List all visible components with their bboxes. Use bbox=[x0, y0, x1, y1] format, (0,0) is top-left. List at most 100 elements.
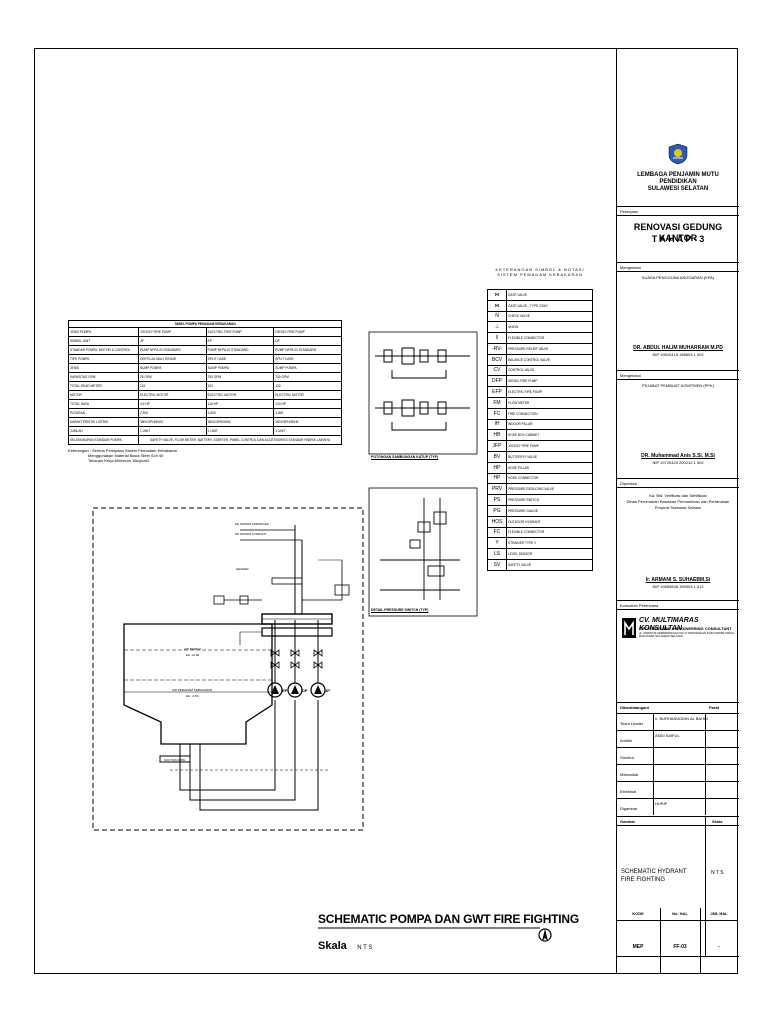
label-to-hydrant: KE SISTEM HYDRANT bbox=[235, 532, 267, 536]
spec-cell: PUMP NFPA 20 STANDARD bbox=[273, 345, 342, 355]
spec-cell: MOTOR bbox=[67, 390, 140, 400]
spec-note: Keterangan : Semua Pemipaan Sistem Pemad… bbox=[68, 448, 177, 453]
jml-value: - bbox=[718, 944, 720, 950]
spec-cell: SPLIT CASE bbox=[273, 354, 342, 364]
drawing-sheet-border bbox=[34, 48, 738, 974]
legend-text: HOSE PILLAR bbox=[506, 461, 593, 474]
legend-text: PRESSURE SWITCH bbox=[506, 494, 593, 506]
detail-valve-box bbox=[368, 331, 478, 455]
legend-symbol-icon: ‖ bbox=[487, 332, 507, 344]
spec-cell: 110 HP bbox=[205, 399, 275, 409]
legend-text: FLEXIBLE CONNECTOR bbox=[506, 526, 593, 539]
spec-cell: EP bbox=[205, 336, 275, 346]
drawing-title-1: SCHEMATIC HYDRANT bbox=[621, 869, 687, 875]
sig-row-value: Ir. BURHANUDDIN AL BAHRI bbox=[655, 716, 708, 721]
legend-symbol-icon: FM bbox=[487, 396, 507, 409]
suction-label: SUCTION PIPE bbox=[164, 758, 186, 762]
legend-text: CHECK VALVE bbox=[506, 310, 593, 323]
spec-cell: KARAKTERISTIK LISTRIK bbox=[67, 417, 140, 427]
main-scale: Skala N T S bbox=[318, 936, 372, 954]
spec-cell: TOTAL HEAD METER bbox=[67, 381, 140, 391]
spec-cell: KELENGKAPAN STANDAR POMPA bbox=[67, 435, 140, 445]
legend-text: FLOW METER bbox=[506, 396, 593, 409]
legend-row: ⊥UNION bbox=[487, 321, 593, 334]
pump-ep-label: EP bbox=[282, 688, 288, 693]
legend-symbol-icon: -RV- bbox=[487, 342, 507, 355]
legend-text: CONTROL VALVE bbox=[506, 364, 593, 377]
nohal-value: FF-03 bbox=[673, 944, 687, 950]
main-title: SCHEMATIC POMPA DAN GWT FIRE FIGHTING bbox=[318, 912, 580, 926]
pump-spec-table: TABEL POMPA PEMADAM KEBAKARAN JENIS POMP… bbox=[67, 320, 342, 445]
legend-text: OUTDOOR HYDRANT bbox=[506, 515, 593, 528]
legend-row: ⋈GATE VALVE bbox=[487, 289, 593, 301]
institution-name: LEMBAGA PENJAMIN MUTU PENDIDIKAN SULAWES… bbox=[619, 172, 737, 193]
spec-cell: SIMBOL UNIT bbox=[67, 336, 140, 346]
legend-symbol-icon: PRV bbox=[487, 483, 507, 496]
pump-jp-label: JP bbox=[325, 688, 330, 693]
spec-cell: 25 GPM bbox=[138, 372, 207, 382]
ground-water-tank bbox=[123, 623, 273, 745]
approval-role: KUASA PENGGUNA ANGGARAN (KPA) bbox=[641, 275, 715, 280]
spec-cell: 115 bbox=[138, 381, 207, 391]
spec-cell: 380V/3PH/50HZ bbox=[205, 417, 275, 427]
spec-notes: Keterangan : Semua Pemipaan Sistem Pemad… bbox=[68, 448, 228, 463]
spec-cell: SPLIT CASE bbox=[205, 354, 275, 364]
legend-symbol-icon: PS bbox=[487, 494, 507, 506]
spec-cell: ELECTRIC MOTOR bbox=[273, 390, 342, 400]
approval-nip: NIP 19650608 199303 1 012 bbox=[652, 584, 704, 589]
drawing-skala-label: Skala bbox=[712, 819, 723, 824]
legend-symbol-icon: LS bbox=[487, 548, 507, 560]
spec-cell: 380V/3PH/50HZ bbox=[138, 417, 207, 427]
spec-cell: JP bbox=[138, 336, 207, 346]
legend-text: UNION bbox=[506, 321, 593, 334]
legend-symbol-icon: DFP bbox=[487, 375, 507, 388]
spec-cell: TIPE POMPA bbox=[67, 354, 140, 364]
main-scale-value: N T S bbox=[357, 945, 373, 951]
legend-symbol-icon: IH bbox=[487, 418, 507, 431]
drawing-title-2: FIRE FIGHTING bbox=[621, 877, 665, 883]
project-title-1: RENOVASI GEDUNG KANTOR bbox=[633, 222, 723, 243]
legend-symbol-icon: BV bbox=[487, 450, 507, 463]
main-scale-label: Skala bbox=[318, 940, 347, 952]
tank-label-mid: AIR PEMADAM KEBAKARAN bbox=[172, 688, 213, 692]
legend-text: LEVEL SENSOR bbox=[506, 548, 593, 560]
spec-cell: 1,800 bbox=[273, 408, 342, 418]
approval-name: DR. Muhammad Anis S.Si, M.Si bbox=[641, 453, 715, 459]
legend-symbol-icon: EFP bbox=[487, 386, 507, 398]
legend-title-line1: KETERANGAN SIMBOL & NOTASI bbox=[495, 267, 585, 272]
legend-text: INDOOR PILLAR bbox=[506, 418, 593, 431]
spec-cell: DP bbox=[273, 336, 342, 346]
approval-label: Mengetahui bbox=[620, 265, 641, 270]
sig-header-left: Ditandatangani bbox=[620, 705, 649, 710]
legend-text: FIRE CONNECTION bbox=[506, 407, 593, 420]
drawing-scale: N T S bbox=[711, 870, 724, 876]
legend-symbol-icon: SV bbox=[487, 558, 507, 571]
legend-symbol-icon: FC bbox=[487, 526, 507, 539]
spec-cell: SAFETY VALVE, FLOW METER, BATTERY, START… bbox=[138, 435, 342, 445]
spec-note: Tekanan Kerja Minimum 16kg/cm2 bbox=[88, 458, 150, 463]
consultant-address: JL. PERINTIS KEMERDEKAAN KM 17 PERUMAHAN… bbox=[639, 631, 734, 639]
legend-text: GATE VALVE - TYPE OS&Y bbox=[506, 299, 593, 312]
legend-symbol-icon: BCV bbox=[487, 353, 507, 366]
legend-symbol-icon: FC bbox=[487, 407, 507, 420]
detail2-caption: DETAIL PRESSURE SWITCH (TYP) bbox=[371, 608, 429, 612]
spec-cell: 4.5 HP bbox=[138, 399, 207, 409]
legend-row: -RV-PRESSURE RELIEF VALVE bbox=[487, 342, 593, 355]
legend-text: PRESSURE REDUCING VALVE bbox=[506, 483, 593, 496]
